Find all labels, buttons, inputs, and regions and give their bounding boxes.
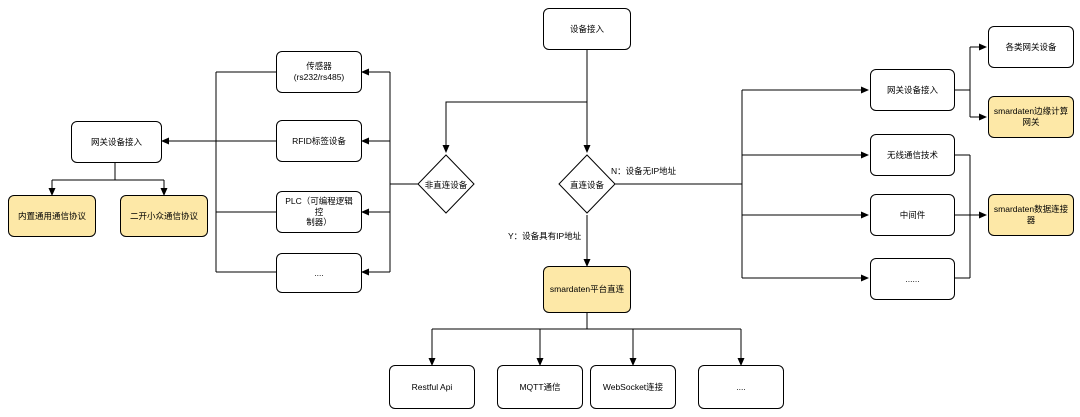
edge-gateway-node: smardaten边缘计算网关 xyxy=(988,96,1074,138)
custom-protocol-node: 二开小众通信协议 xyxy=(120,195,208,237)
data-connector-node: smardaten数据连接器 xyxy=(988,194,1074,236)
direct-diamond-shape xyxy=(558,154,616,214)
platform-direct-node: smardaten平台直连 xyxy=(543,266,631,313)
left-gateway-node: 网关设备接入 xyxy=(71,121,162,163)
bottom-more-node: .... xyxy=(698,365,784,409)
right-more-node: ...... xyxy=(870,258,955,300)
gateway-types-node: 各类网关设备 xyxy=(988,26,1074,68)
has-ip-label: Y：设备具有IP地址 xyxy=(508,231,582,241)
wireless-node: 无线通信技术 xyxy=(870,134,955,176)
left-more-node: .... xyxy=(276,253,362,293)
plc-node: PLC（可编程逻辑控 制器） xyxy=(276,191,362,233)
websocket-node: WebSocket连接 xyxy=(590,365,676,409)
device-access-node: 设备接入 xyxy=(543,8,631,50)
edge-access-to-indirect xyxy=(442,101,587,153)
indirect-decision-label: 非直连设备 xyxy=(424,180,468,190)
sensor-node: 传感器 (rs232/rs485) xyxy=(276,51,362,93)
rfid-node: RFID标签设备 xyxy=(276,120,362,162)
direct-decision-label: 直连设备 xyxy=(569,180,604,190)
no-ip-label: N：设备无IP地址 xyxy=(611,166,677,176)
right-gateway-node: 网关设备接入 xyxy=(870,69,955,111)
builtin-protocol-node: 内置通用通信协议 xyxy=(8,195,96,237)
restful-api-node: Restful Api xyxy=(389,365,475,409)
indirect-diamond-shape xyxy=(417,154,475,214)
mqtt-node: MQTT通信 xyxy=(497,365,583,409)
middleware-node: 中间件 xyxy=(870,194,955,236)
